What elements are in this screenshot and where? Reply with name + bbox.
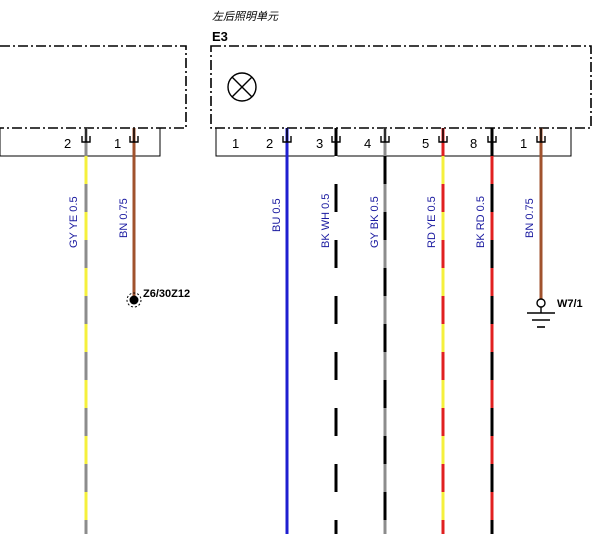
lighting-unit-housing [210,45,592,129]
wire-label: BN 0.75 [524,198,536,238]
pin-terminal-icon [331,128,341,143]
splice-point [126,292,142,308]
right-connector-body [215,128,572,157]
splice-label: Z6/30Z12 [143,288,190,300]
ground-icon [527,298,555,328]
left-component-housing [0,45,187,129]
wires [84,128,543,534]
wire-label: BK RD 0.5 [475,196,487,248]
left-connector-body [0,128,161,157]
right-pin-label: 5 [422,136,429,151]
pin-terminal-icon [282,128,292,143]
pin-terminal-icon [81,128,91,143]
right-pin-label: 1 [232,136,239,151]
right-pin-label: 1 [520,136,527,151]
pin-terminal-icon [536,128,546,143]
pin-terminal-icon [380,128,390,143]
pin-terminal-icon [438,128,448,143]
component-title: 左后照明单元 [212,10,279,23]
right-pin-label: 4 [364,136,371,151]
right-pin-label: 3 [316,136,323,151]
left-pin-label: 2 [64,136,71,151]
pin-terminal-icon [487,128,497,143]
pin-terminal-icon [129,128,139,143]
wire-label: BU 0.5 [271,198,283,232]
right-pin-label: 2 [266,136,273,151]
left-pin-label: 1 [114,136,121,151]
right-pin-label: 8 [470,136,477,151]
ground-label: W7/1 [557,298,583,310]
wire-label: BN 0.75 [118,198,130,238]
wire-label: GY YE 0.5 [68,196,80,248]
lamp-icon [227,72,257,102]
wire-label: GY BK 0.5 [369,196,381,248]
wire-label: RD YE 0.5 [426,196,438,248]
pin-terminals [81,128,546,143]
component-code: E3 [212,29,228,44]
wire-label: BK WH 0.5 [320,194,332,248]
